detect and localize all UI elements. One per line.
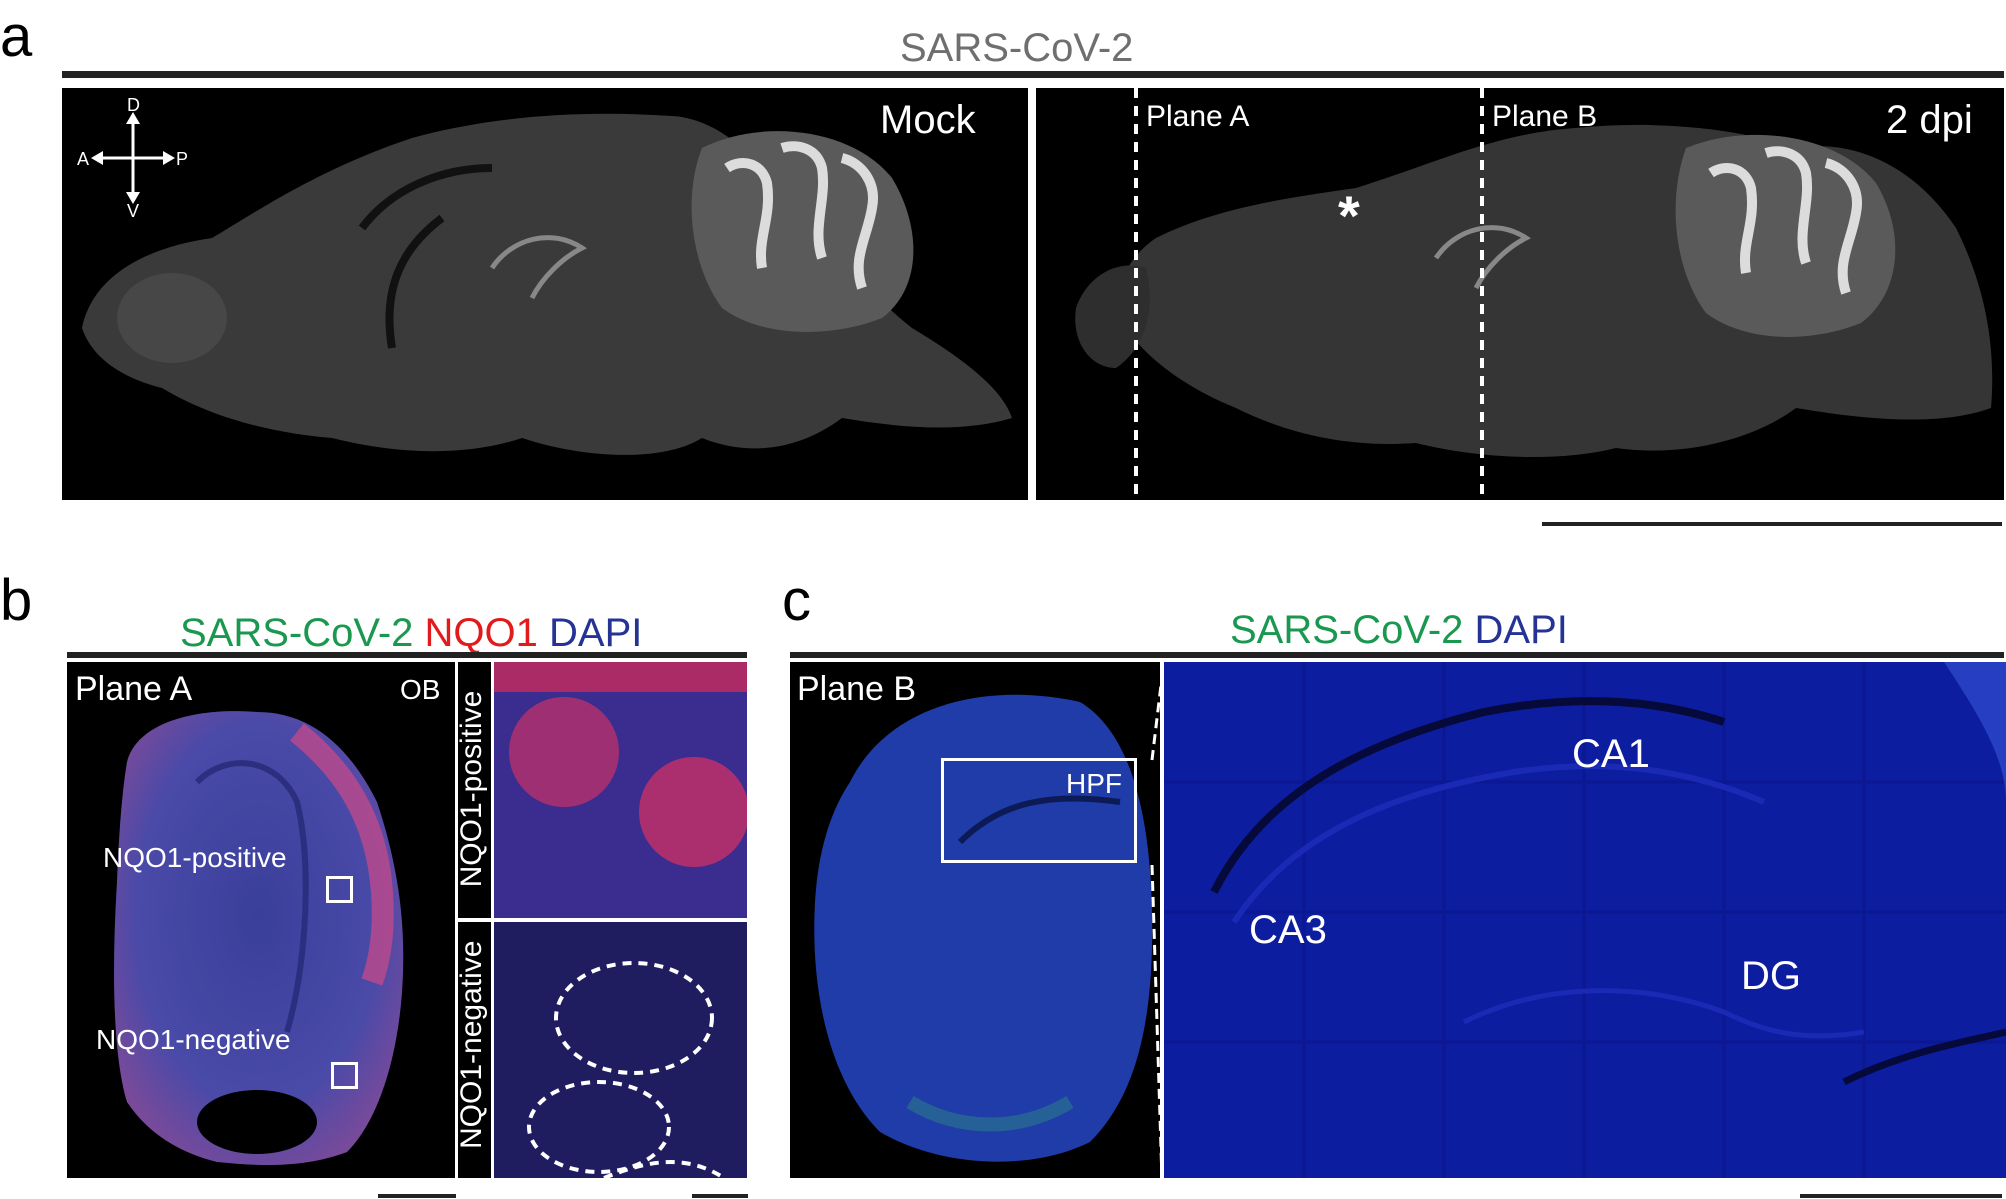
zoom-connector xyxy=(1150,660,1166,1180)
ca3-label: CA3 xyxy=(1249,908,1327,952)
panel-a-letter: a xyxy=(0,4,33,69)
dg-layer xyxy=(1462,988,1865,1039)
ob-inner-layer xyxy=(194,760,309,1033)
panel-b-letter: b xyxy=(0,568,33,633)
dpi-cerebellum-folia xyxy=(1708,146,1862,295)
panel-b-header: SARS-CoV-2 NQO1 DAPI xyxy=(180,613,642,653)
plane-b-marker-label: Plane B xyxy=(1492,100,1598,133)
panel-a-header-bar xyxy=(62,71,2004,78)
panel-b-header-bar xyxy=(67,652,747,658)
dpi-label: 2 dpi xyxy=(1886,98,1973,142)
panel-b-header-stain: DAPI xyxy=(549,611,643,655)
glomerulus-2 xyxy=(639,757,747,867)
hpf-zoom-image xyxy=(1164,662,2006,1178)
panel-b-header-marker: NQO1 xyxy=(424,611,538,655)
ob-label: OB xyxy=(400,674,441,705)
coronal-hippocampus-curve xyxy=(957,795,1121,845)
ob-nqo1-rim xyxy=(290,723,394,986)
nqo1-positive-label-strip: NQO1-positive xyxy=(458,662,491,918)
nqo1-negative-box xyxy=(331,1062,358,1089)
lower-ventricle xyxy=(1842,1028,2006,1086)
glomerulus-outline-2 xyxy=(527,1080,671,1174)
panel-c-letter: c xyxy=(782,568,811,633)
panel-c-header: SARS-CoV-2 DAPI xyxy=(1230,610,1568,650)
nqo1-positive-region-label: NQO1-positive xyxy=(103,842,287,873)
hpf-box xyxy=(941,758,1137,863)
nqo1-negative-label-strip: NQO1-negative xyxy=(458,922,491,1178)
dpi-brain-image xyxy=(1036,88,2004,500)
nqo1-positive-inset xyxy=(494,662,747,918)
coronal-lower-glow xyxy=(906,1095,1074,1132)
coronal-tissue xyxy=(814,694,1153,1162)
hpf-tile-grid xyxy=(1164,662,2006,1178)
panel-b-header-virus: SARS-CoV-2 xyxy=(180,611,414,655)
negative-inset-svg xyxy=(494,922,747,1178)
compass-arrows-icon xyxy=(91,112,175,204)
inset-positive-vertical-label: NQO1-positive xyxy=(458,690,488,888)
mock-cerebellum-folia xyxy=(724,141,878,290)
orientation-compass: D V A P xyxy=(75,95,195,221)
hpf-label: HPF xyxy=(1066,768,1122,799)
panel-c-header-stain: DAPI xyxy=(1474,608,1568,652)
mock-brain-svg xyxy=(82,113,1012,455)
dpi-brain-svg xyxy=(1075,88,1993,500)
panel-c-header-bar xyxy=(790,652,2004,658)
ob-section-image xyxy=(67,662,455,1178)
mock-cerebellum xyxy=(691,131,914,332)
panel-c-plane-label: Plane B xyxy=(797,670,917,708)
ob-tissue xyxy=(114,711,404,1165)
coronal-section-image xyxy=(790,662,1160,1178)
panel-c-scale-bar xyxy=(1800,1194,2002,1198)
inset-negative-vertical-label: NQO1-negative xyxy=(458,940,488,1149)
mock-ventricle xyxy=(358,164,493,349)
plane-a-marker-label: Plane A xyxy=(1146,100,1250,133)
panel-b-plane-label: Plane A xyxy=(75,670,193,708)
ob-section-svg xyxy=(114,711,404,1165)
hippocampal-fissure xyxy=(1210,697,1726,894)
panel-b-scale-bar-inset xyxy=(692,1194,748,1198)
nqo1-positive-box xyxy=(326,876,353,903)
compass-a-label: A xyxy=(77,149,90,169)
panel-c-header-virus: SARS-CoV-2 xyxy=(1230,608,1464,652)
dpi-hippocampus xyxy=(1433,225,1531,290)
nqo1-negative-inset xyxy=(494,922,747,1178)
panel-b-scale-bar-main xyxy=(378,1194,456,1198)
positive-top-band xyxy=(494,662,747,692)
dg-label: DG xyxy=(1741,954,1801,998)
nqo1-negative-region-label: NQO1-negative xyxy=(96,1024,291,1055)
asterisk-marker: * xyxy=(1338,184,1360,247)
compass-v-label: V xyxy=(127,201,140,221)
compass-p-label: P xyxy=(176,149,189,169)
ob-ventricle xyxy=(197,1090,317,1154)
ca1-label: CA1 xyxy=(1572,732,1650,776)
right-bright-region xyxy=(1944,662,2006,802)
mock-olfactory-bulb xyxy=(117,273,227,363)
coronal-section-svg xyxy=(814,694,1153,1162)
glomerulus-outline-1 xyxy=(554,961,714,1075)
ca-layer xyxy=(1231,763,1766,924)
positive-inset-svg xyxy=(494,662,747,918)
mock-hippocampus xyxy=(489,235,587,300)
panel-a-scale-bar xyxy=(1542,522,2002,526)
dpi-olfactory-bulb xyxy=(1075,265,1150,368)
mock-label: Mock xyxy=(880,98,976,142)
compass-d-label: D xyxy=(127,95,140,115)
glomerulus-1 xyxy=(509,697,619,807)
hpf-zoom-svg xyxy=(1164,662,2006,1178)
mock-brain-image xyxy=(62,88,1028,500)
panel-a-header: SARS-CoV-2 xyxy=(900,26,1134,70)
